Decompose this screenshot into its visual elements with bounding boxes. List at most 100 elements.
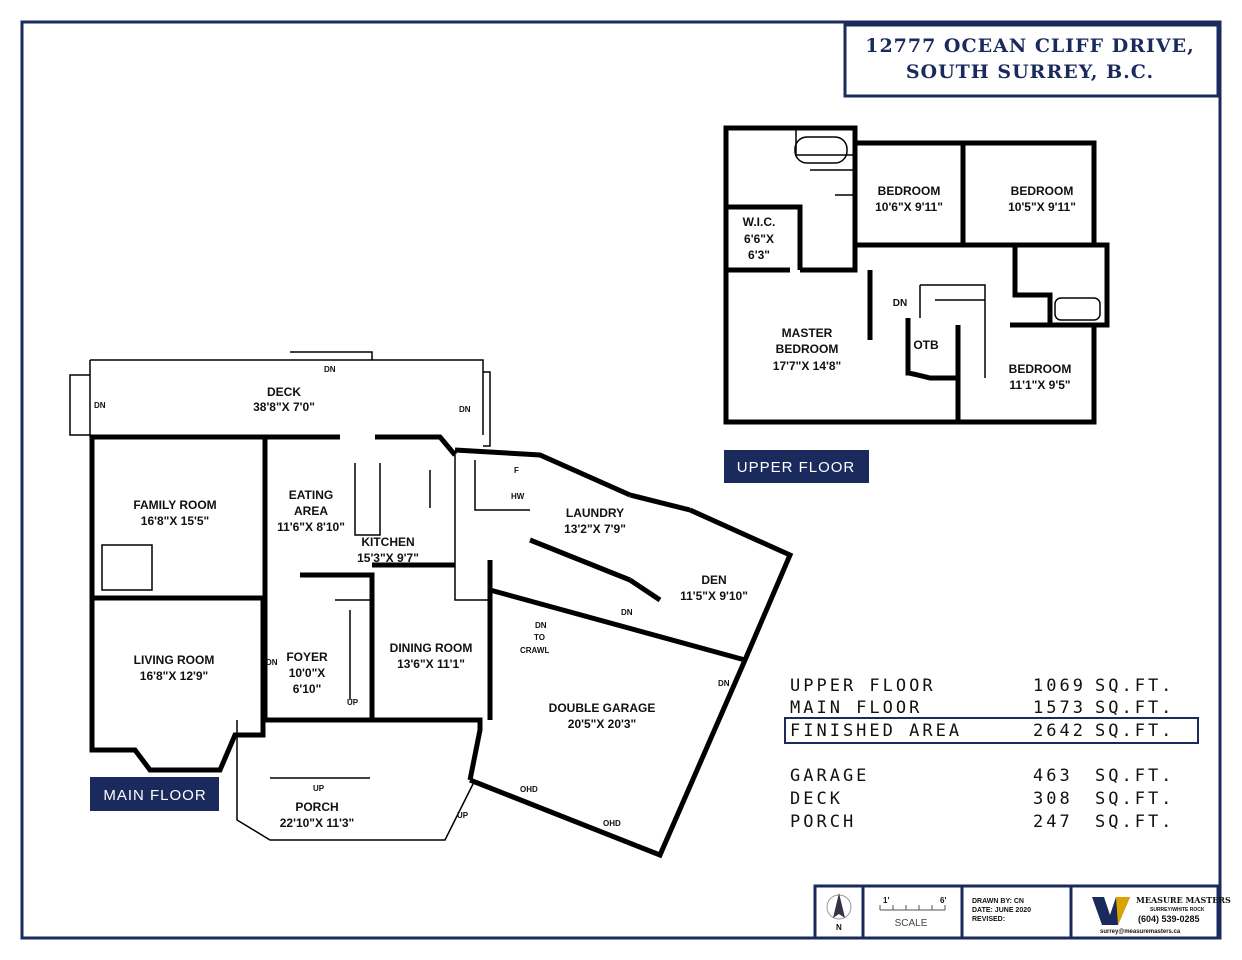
up-mark: UP <box>313 784 325 793</box>
furnace-mark: F <box>514 466 519 475</box>
north-arrow-icon <box>826 893 852 920</box>
company-location: SURREY/WHITE ROCK <box>1150 907 1205 913</box>
area-value: 1573 <box>1033 698 1086 718</box>
room-name: LIVING ROOM <box>134 653 215 667</box>
area-label: FINISHED AREA <box>790 721 962 741</box>
area-label: UPPER FLOOR <box>790 676 936 696</box>
room-dims: 11'5"X 9'10" <box>680 589 748 603</box>
drawn-by: DRAWN BY: CN <box>972 898 1024 905</box>
up-mark: UP <box>457 811 469 820</box>
dn-mark: DN <box>459 405 471 414</box>
dn-mark: DN <box>535 621 547 630</box>
otb-label: OTB <box>913 338 939 352</box>
room-name: AREA <box>294 504 328 518</box>
area-label: DECK <box>790 789 843 809</box>
scale-label: SCALE <box>895 918 928 929</box>
area-unit: SQ.FT. <box>1095 676 1174 696</box>
finished-area-box <box>784 717 1199 744</box>
stair-dn-label: DN <box>893 298 907 309</box>
dn-mark: DN <box>266 658 278 667</box>
room-dims: 13'6"X 11'1" <box>397 657 465 671</box>
area-label: GARAGE <box>790 766 869 786</box>
room-name: DOUBLE GARAGE <box>549 701 656 715</box>
room-dims: 6'3" <box>748 248 770 262</box>
company-phone: (604) 539-0285 <box>1138 914 1200 924</box>
room-name: FAMILY ROOM <box>133 498 216 512</box>
revised: REVISED: <box>972 916 1005 923</box>
area-value: 247 <box>1033 812 1073 832</box>
room-dims: 13'2"X 7'9" <box>564 522 626 536</box>
room-dims: 20'5"X 20'3" <box>568 717 636 731</box>
title-line-1: 12777 OCEAN CLIFF DRIVE, <box>865 35 1195 57</box>
room-name: BEDROOM <box>1011 184 1074 198</box>
main-floor-label-text: MAIN FLOOR <box>103 787 206 804</box>
room-dims: 6'10" <box>293 682 322 696</box>
dn-mark: DN <box>94 401 106 410</box>
area-unit: SQ.FT. <box>1095 789 1174 809</box>
room-name: EATING <box>289 488 333 502</box>
area-unit: SQ.FT. <box>1095 721 1174 741</box>
room-dims: 16'8"X 15'5" <box>141 514 209 528</box>
up-mark: UP <box>347 698 359 707</box>
title-line-2: SOUTH SURREY, B.C. <box>906 61 1154 83</box>
room-dims: 10'6"X 9'11" <box>875 200 943 214</box>
plan-marks: DN DN DN DN UP UP UP DN TO CRAWL DN DN O… <box>94 365 730 828</box>
room-dims: 16'8"X 12'9" <box>140 669 208 683</box>
title-block: 12777 OCEAN CLIFF DRIVE, SOUTH SURREY, B… <box>843 23 1220 98</box>
north-label: N <box>836 923 842 932</box>
area-value: 308 <box>1033 789 1073 809</box>
room-name: FOYER <box>286 650 328 664</box>
measure-masters-logo <box>1092 897 1130 925</box>
area-value: 463 <box>1033 766 1073 786</box>
footer-block: N 1' 6' SCALE DRAWN BY: CN DATE: JUNE 20… <box>813 884 1231 940</box>
room-dims: 38'8"X 7'0" <box>253 400 315 414</box>
main-floor-label: MAIN FLOOR <box>90 777 219 811</box>
room-name: BEDROOM <box>878 184 941 198</box>
area-value: 1069 <box>1033 676 1086 696</box>
page-border <box>20 20 1222 940</box>
room-name: W.I.C. <box>743 215 776 229</box>
drawn-date: DATE: JUNE 2020 <box>972 907 1031 914</box>
room-name: DEN <box>701 573 726 587</box>
crawl-mark: CRAWL <box>520 646 549 655</box>
dn-mark: DN <box>718 679 730 688</box>
hot-water-mark: HW <box>511 492 525 501</box>
main-floor-plan: DECK 38'8"X 7'0" FAMILY ROOM 16'8"X 15'5… <box>69 351 794 859</box>
area-label: MAIN FLOOR <box>790 698 922 718</box>
upper-floor-plan: BEDROOM 10'6"X 9'11" BEDROOM 10'5"X 9'11… <box>723 125 1110 425</box>
company-name: MEASURE MASTERS <box>1136 895 1231 905</box>
ohd-mark: OHD <box>603 819 621 828</box>
area-unit: SQ.FT. <box>1095 812 1174 832</box>
to-mark: TO <box>534 633 545 642</box>
area-unit: SQ.FT. <box>1095 698 1174 718</box>
room-dims: 15'3"X 9'7" <box>357 551 419 565</box>
company-email: surrey@measuremasters.ca <box>1100 929 1181 935</box>
room-dims: 17'7"X 14'8" <box>773 359 841 373</box>
room-dims: 6'6"X <box>744 232 774 246</box>
scale-6-label: 6' <box>940 896 946 905</box>
area-label: PORCH <box>790 812 856 832</box>
area-unit: SQ.FT. <box>1095 766 1174 786</box>
room-dims: 10'0"X <box>289 666 326 680</box>
room-name: PORCH <box>295 800 338 814</box>
room-name: DINING ROOM <box>390 641 473 655</box>
dn-mark: DN <box>324 365 336 374</box>
upper-floor-label: UPPER FLOOR <box>724 450 869 483</box>
room-name: LAUNDRY <box>566 506 624 520</box>
room-name: BEDROOM <box>776 342 839 356</box>
room-dims: 11'6"X 8'10" <box>277 520 345 534</box>
ohd-mark: OHD <box>520 785 538 794</box>
room-name: DECK <box>267 385 301 399</box>
room-name: BEDROOM <box>1009 362 1072 376</box>
room-dims: 22'10"X 11'3" <box>280 816 354 830</box>
room-name: KITCHEN <box>361 535 414 549</box>
dn-mark: DN <box>621 608 633 617</box>
area-value: 2642 <box>1033 721 1086 741</box>
room-dims: 10'5"X 9'11" <box>1008 200 1076 214</box>
room-name: MASTER <box>782 326 833 340</box>
upper-floor-label-text: UPPER FLOOR <box>737 459 856 476</box>
scale-1-label: 1' <box>883 896 889 905</box>
